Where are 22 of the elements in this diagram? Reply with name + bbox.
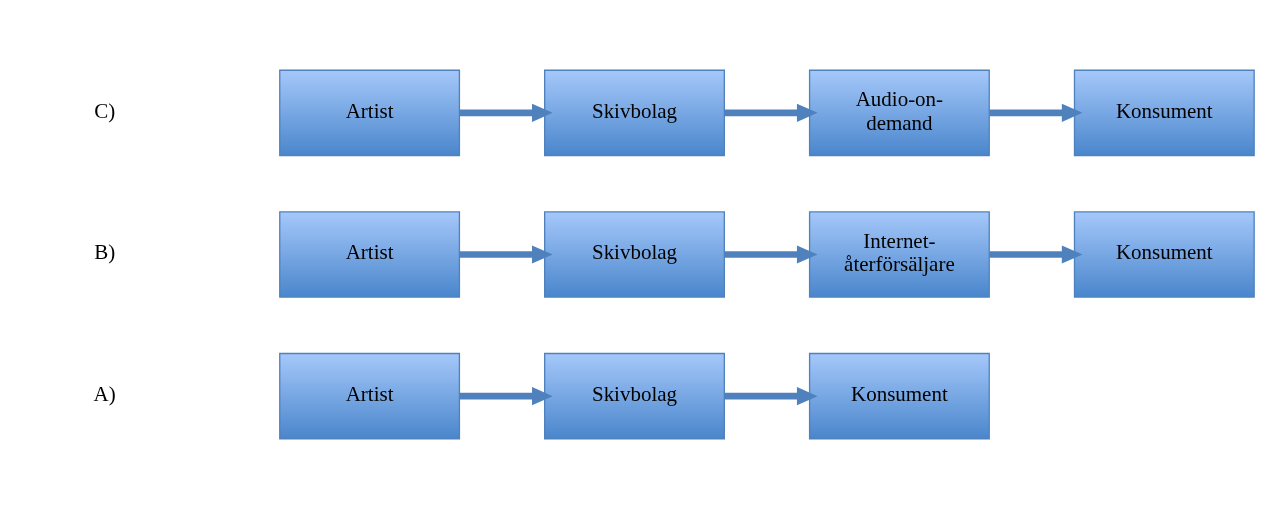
arrow <box>989 244 1083 264</box>
node-box: Skivbolag <box>544 210 725 298</box>
node-box: Artist <box>279 352 461 439</box>
node-box: Konsument <box>1073 69 1255 156</box>
node-box: Artist <box>279 210 461 298</box>
label: C) <box>94 98 116 123</box>
arrow <box>459 386 553 405</box>
arrow <box>724 103 818 122</box>
node-box: Konsument <box>1073 210 1255 298</box>
label: A) <box>93 381 116 406</box>
node-box: Skivbolag <box>544 69 725 156</box>
label: B) <box>94 239 116 264</box>
node-box: Audio-on- demand <box>808 69 990 156</box>
arrow <box>459 244 553 264</box>
arrow <box>724 386 818 405</box>
arrow <box>989 103 1083 122</box>
node-box: Konsument <box>808 352 990 439</box>
arrow <box>459 103 553 122</box>
node-box: Skivbolag <box>544 352 725 439</box>
node-box: Artist <box>279 69 461 156</box>
node-box: Internet- återförsäljare <box>808 210 990 298</box>
arrow <box>724 244 818 264</box>
